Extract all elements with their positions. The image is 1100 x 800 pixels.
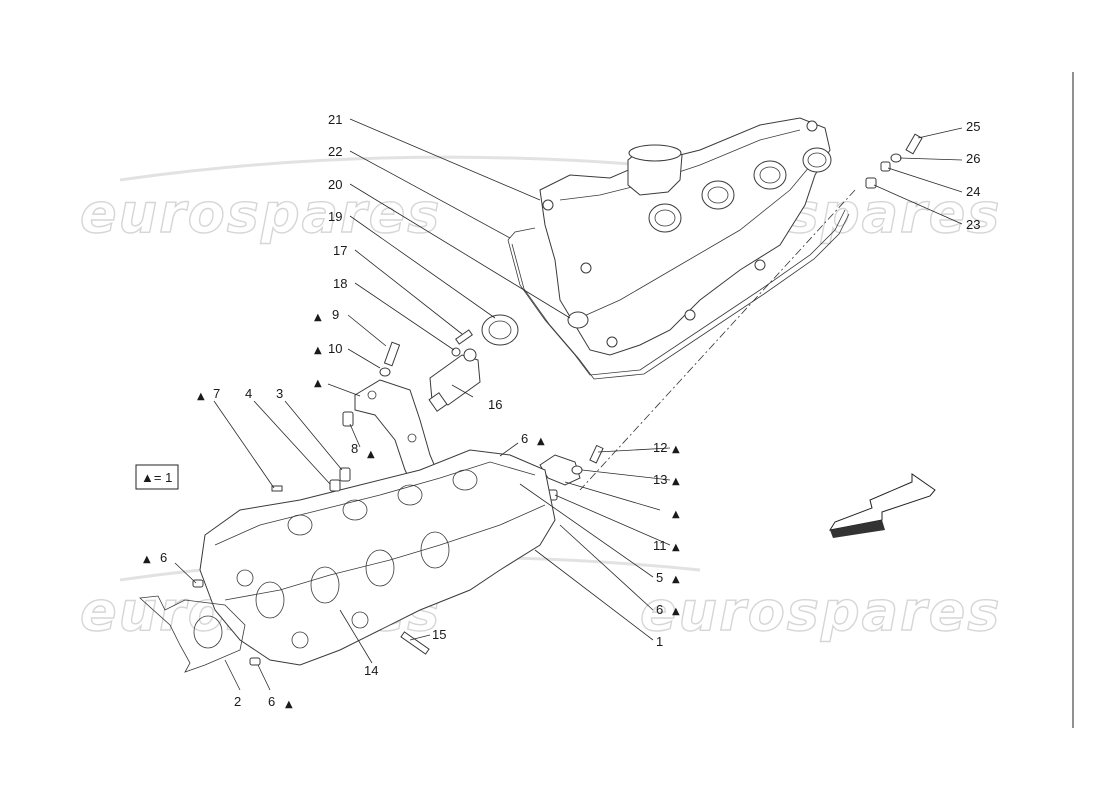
screw-12 [589,444,604,464]
cap-small-right [539,454,581,486]
label-24: 24 [966,184,980,199]
label-6-left: 6 [160,550,167,565]
label-12: 12 [653,440,667,455]
stud-7 [271,485,283,492]
screw-25 [905,133,923,155]
label-14: 14 [364,663,378,678]
label-19: 19 [328,209,342,224]
label-21: 21 [328,112,342,127]
washer-26 [890,153,902,163]
label-7: 7 [213,386,220,401]
label-25: 25 [966,119,980,134]
solenoid-16 [428,348,481,412]
label-10: 10 [328,341,342,356]
legend-text: ▲= 1 [141,470,172,485]
svg-text:eurospares: eurospares [640,580,1001,643]
triangle-6-left: ▲ [143,554,151,565]
triangle-10: ▲ [314,345,322,356]
triangle-6-right: ▲ [672,606,680,617]
label-15: 15 [432,627,446,642]
triangle-9: ▲ [314,312,322,323]
label-6-right: 6 [656,602,663,617]
triangle-13: ▲ [672,476,680,487]
dowel-6-left [192,579,204,588]
label-6-bottom: 6 [268,694,275,709]
triangle-12: ▲ [672,444,680,455]
triangle-7: ▲ [197,391,205,402]
grommet-24 [880,161,891,172]
triangle-11: ▲ [672,542,680,553]
triangle-cap-right: ▲ [672,509,680,520]
label-1: 1 [656,634,663,649]
label-22: 22 [328,144,342,159]
label-13: 13 [653,472,667,487]
label-23: 23 [966,217,980,232]
label-11: 11 [653,538,667,553]
dowel-8 [342,411,354,427]
dowel-3 [339,467,351,482]
triangle-cap: ▲ [314,378,322,389]
head-gasket-2 [139,595,246,673]
cylinder-head [199,449,556,666]
label-6-top: 6 [521,431,528,446]
triangle-6-bottom: ▲ [285,699,293,710]
label-5: 5 [656,570,663,585]
label-3: 3 [276,386,283,401]
screw-9 [383,341,401,367]
watermark-top: eurospares eurospares [79,155,1000,246]
washer-13 [571,465,583,475]
dowel-6-bottom [249,657,261,666]
legend-box: ▲= 1 [135,464,179,490]
label-8: 8 [351,441,358,456]
direction-arrow-icon [828,473,936,538]
label-20: 20 [328,177,342,192]
label-2: 2 [234,694,241,709]
label-17: 17 [333,243,347,258]
label-18: 18 [333,276,347,291]
svg-text:eurospares: eurospares [80,182,441,245]
label-9: 9 [332,307,339,322]
leader-lines [174,118,963,691]
triangle-5: ▲ [672,574,680,585]
cam-cover [507,117,850,380]
assembly-axis [579,189,856,491]
washer-10 [379,367,391,377]
spacer-23 [865,177,877,189]
triangle-8: ▲ [367,449,375,460]
label-16: 16 [488,397,502,412]
label-26: 26 [966,151,980,166]
triangle-6-top: ▲ [537,436,545,447]
label-4: 4 [245,386,252,401]
screw-17 [455,329,473,345]
bush-4 [329,479,341,492]
stud-15 [400,631,430,655]
part-labels: 21 22 20 19 17 18 ▲ 9 ▲ 10 ▲ 16 ▲ 7 4 3 … [143,112,980,710]
seal-ring-19 [481,314,519,346]
